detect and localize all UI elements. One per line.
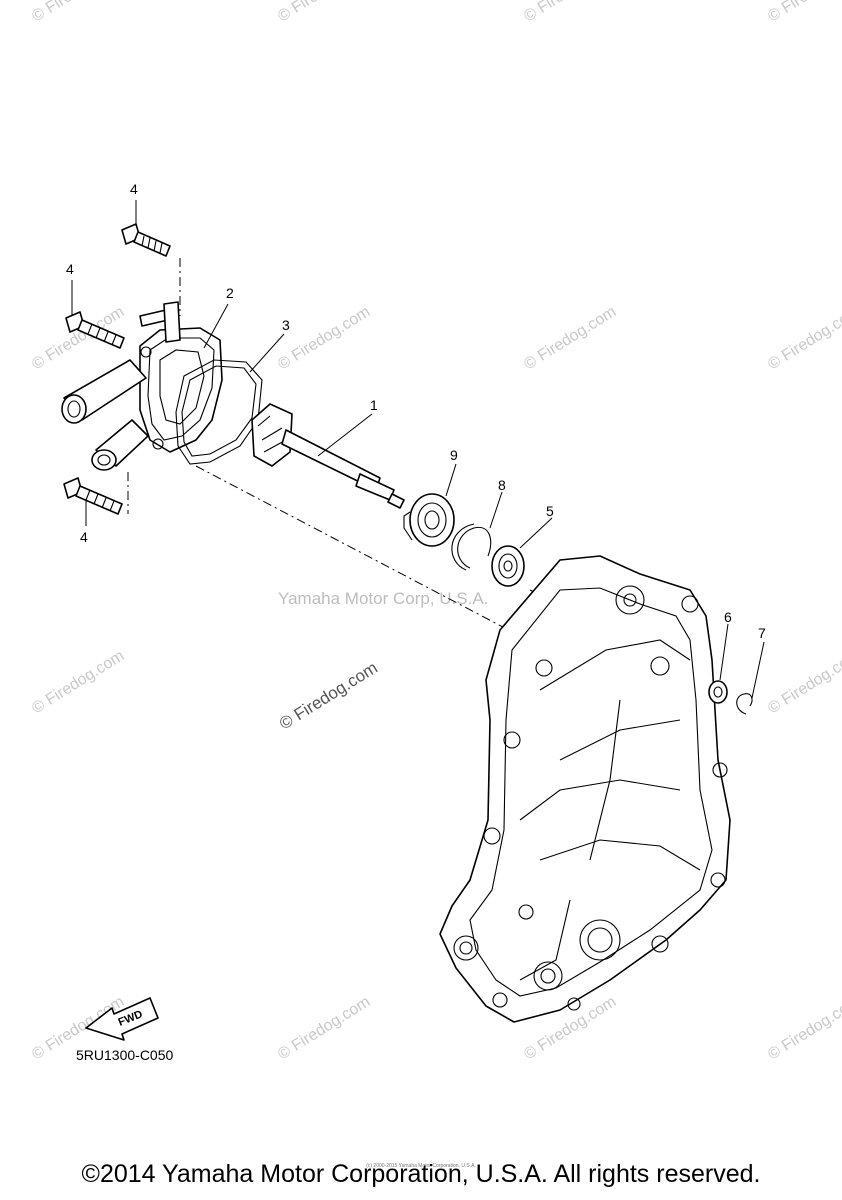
watermark-text: © Firedog.com <box>29 647 127 717</box>
callout-2: 2 <box>226 285 234 301</box>
gasket <box>175 359 263 465</box>
washer <box>708 680 728 704</box>
circlip <box>451 523 492 571</box>
copyright-small: (c) 2000-2015 Yamaha Motor Corporation, … <box>366 1163 476 1169</box>
fwd-arrow-icon: FWD <box>85 997 159 1041</box>
bearing <box>403 493 455 547</box>
callout-4-bottom: 4 <box>80 529 88 545</box>
watermark-center: Yamaha Motor Corp, U.S.A. <box>278 589 488 608</box>
copyright-notice: ©2014 Yamaha Motor Corporation, U.S.A. A… <box>81 1160 761 1188</box>
callout-3: 3 <box>282 317 290 333</box>
watermark-text: © Firedog.com <box>29 0 127 25</box>
callout-1: 1 <box>370 397 378 413</box>
watermark-text: © Firedog.com <box>765 647 842 717</box>
callout-4-middle: 4 <box>66 261 74 277</box>
bolt-middle <box>65 311 125 349</box>
callout-5: 5 <box>546 503 554 519</box>
watermark-text: © Firedog.com <box>521 0 619 25</box>
watermark-text: © Firedog.com <box>765 993 842 1063</box>
bolt-top <box>121 223 171 257</box>
oil-seal <box>491 545 525 587</box>
callout-4-top: 4 <box>130 181 138 197</box>
callout-6: 6 <box>724 609 732 625</box>
callout-9: 9 <box>450 447 458 463</box>
watermark-text: © Firedog.com <box>275 303 373 373</box>
watermark-firedog: © Firedog.com <box>276 658 381 733</box>
watermark-text: © Firedog.com <box>275 993 373 1063</box>
diagram-code: 5RU1300-C050 <box>76 1047 173 1063</box>
retaining-clip <box>736 693 753 715</box>
callout-7: 7 <box>758 625 766 641</box>
watermark-text: © Firedog.com <box>521 303 619 373</box>
crankcase-cover <box>439 555 731 1023</box>
impeller-shaft <box>251 403 405 509</box>
watermark-text: © Firedog.com <box>275 0 373 25</box>
callout-8: 8 <box>498 477 506 493</box>
watermark-text: © Firedog.com <box>765 303 842 373</box>
callout-leaders <box>71 200 765 699</box>
callout-numbers: 4 4 4 2 3 1 9 8 5 6 7 <box>66 181 766 641</box>
bolt-bottom <box>63 477 123 515</box>
watermark-text: © Firedog.com <box>765 0 842 25</box>
